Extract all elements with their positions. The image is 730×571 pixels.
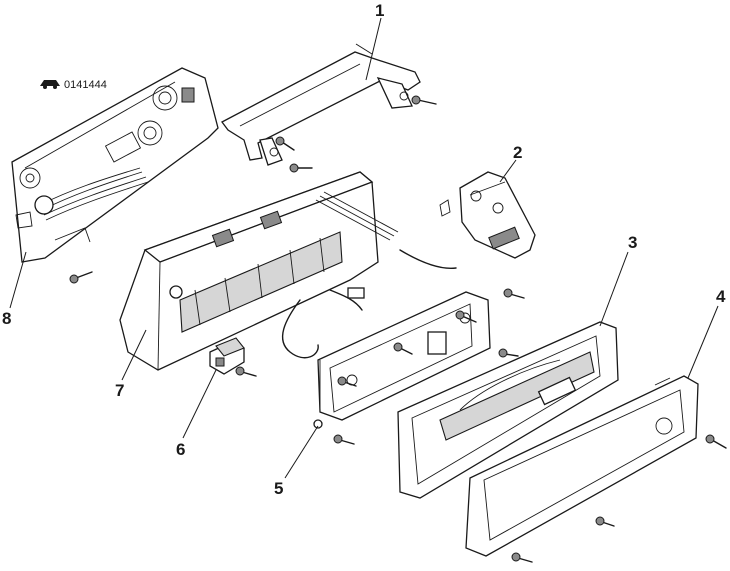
leader-lines [9,17,719,479]
callout-2: 2 [513,143,522,162]
screw [333,434,355,445]
screw [705,434,727,449]
callout-labels: 1 2 3 4 5 6 7 8 [2,1,726,498]
trim-bezel [397,321,619,499]
connector-block [439,171,536,259]
figure-code-group: 0141444 [40,79,107,91]
callout-8: 8 [2,309,11,328]
screw [595,516,615,527]
gauge-panel [313,291,491,429]
screw [393,342,413,355]
callout-6: 6 [176,440,185,459]
screw [235,366,257,377]
callout-5: 5 [274,479,283,498]
printed-circuit-board [11,67,219,263]
callout-1: 1 [375,1,384,20]
callout-7: 7 [115,381,124,400]
callout-3: 3 [628,233,637,252]
car-icon [40,80,60,89]
wiring-harness [281,249,457,359]
screw [455,310,477,323]
screw [337,376,357,387]
screw [289,163,313,173]
cluster-housing [119,171,399,371]
screw [503,288,525,299]
screw [511,552,533,563]
screw [498,348,519,358]
switch-assembly [209,337,245,375]
screws [69,95,727,563]
screw [411,95,437,105]
figure-code: 0141444 [64,79,107,91]
screw [275,136,295,151]
callout-4: 4 [716,287,726,306]
screw [69,271,93,284]
mounting-bracket [221,51,421,166]
cluster-lens [465,375,699,557]
